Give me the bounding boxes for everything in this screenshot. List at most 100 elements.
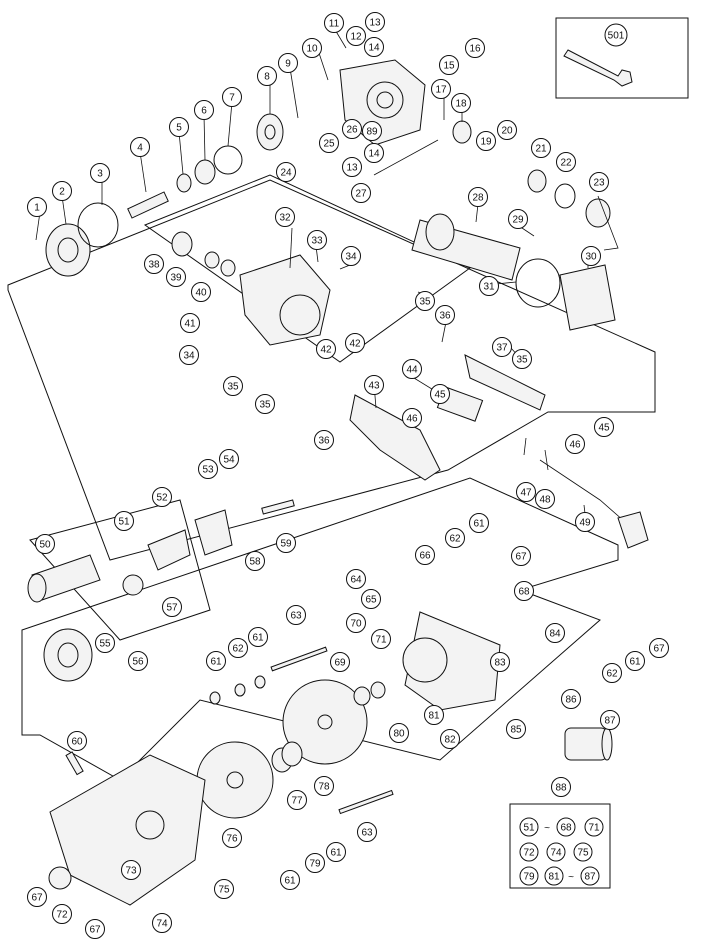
callout-circle	[223, 376, 243, 396]
callout-44: 44	[402, 359, 422, 379]
callout-circle	[465, 38, 485, 58]
kit-callout-circle	[584, 817, 604, 837]
callout-circle	[275, 207, 295, 227]
callout-circle	[589, 172, 609, 192]
pin-60-part	[65, 751, 84, 776]
callout-circle	[130, 137, 150, 157]
callout-68: 68	[514, 581, 534, 601]
bushing-62-part	[234, 683, 246, 697]
callout-83: 83	[490, 652, 510, 672]
callout-label: 1	[34, 203, 40, 214]
kit-callout-circle	[519, 817, 539, 837]
callout-circle	[198, 459, 218, 479]
callout-circle	[506, 719, 526, 739]
handle-grip-52-part	[194, 509, 233, 556]
callout-label: 62	[606, 669, 618, 680]
callout-62: 62	[445, 528, 465, 548]
callout-circle	[561, 689, 581, 709]
callout-label: 61	[629, 657, 641, 668]
lower-group-boundary	[21, 477, 619, 781]
callout-circle	[287, 790, 307, 810]
callout-77: 77	[287, 790, 307, 810]
kit-callout-circle	[519, 866, 539, 886]
callout-circle	[342, 157, 362, 177]
bolt-59-part	[261, 499, 295, 515]
callout-label: 2	[59, 187, 65, 198]
callout-84: 84	[545, 623, 565, 643]
callout-circle	[512, 349, 532, 369]
callout-label: 17	[435, 85, 447, 96]
callout-circle	[278, 53, 298, 73]
callout-43: 43	[364, 375, 384, 395]
callout-61: 61	[248, 627, 268, 647]
callout-36: 36	[435, 305, 455, 325]
callout-27: 27	[351, 183, 371, 203]
callout-label: 48	[539, 495, 551, 506]
callout-label: 66	[419, 551, 431, 562]
kit-callout-circle	[544, 866, 564, 886]
front-flange-part	[45, 223, 91, 277]
callout-39: 39	[166, 267, 186, 287]
callout-circle	[35, 534, 55, 554]
callout-24: 24	[276, 162, 296, 182]
callout-63: 63	[357, 822, 377, 842]
bearing-39-part	[204, 251, 220, 269]
callout-circle	[346, 569, 366, 589]
callout-circle	[166, 267, 186, 287]
callout-circle	[114, 511, 134, 531]
callout-circle	[497, 120, 517, 140]
callout-label: 49	[579, 518, 591, 529]
callout-label: 34	[183, 351, 195, 362]
callout-circle	[440, 729, 460, 749]
armature-part	[411, 213, 521, 281]
callout-76: 76	[222, 828, 242, 848]
callout-circle	[245, 551, 265, 571]
callout-label: 82	[444, 735, 456, 746]
callout-71: 71	[371, 629, 391, 649]
callout-circle	[27, 887, 47, 907]
kit-callout-87: 87	[580, 866, 600, 886]
callout-circle	[162, 597, 182, 617]
callout-22: 22	[556, 152, 576, 172]
bearing-6-part	[194, 159, 216, 185]
callout-label: 81	[428, 711, 440, 722]
callout-74: 74	[152, 913, 172, 933]
callout-label: 76	[226, 834, 238, 845]
callout-circle	[307, 230, 327, 250]
callout-label: 42	[349, 339, 361, 350]
callout-21: 21	[531, 138, 551, 158]
callout-circle	[342, 119, 362, 139]
callout-label: 63	[361, 828, 373, 839]
kit-callout-71: 71	[584, 817, 604, 837]
side-handle-part	[27, 554, 101, 603]
kit-callout-circle	[580, 866, 600, 886]
callout-circle	[476, 131, 496, 151]
callout-circle	[535, 489, 555, 509]
callout-67: 67	[511, 546, 531, 566]
callout-label: 37	[496, 343, 508, 354]
callout-circle	[305, 853, 325, 873]
callout-61: 61	[469, 513, 489, 533]
callout-33: 33	[307, 230, 327, 250]
callout-circle	[581, 246, 601, 266]
callout-circle	[511, 546, 531, 566]
callout-40: 40	[191, 282, 211, 302]
callout-label: 25	[323, 139, 335, 150]
callout-label: 39	[170, 273, 182, 284]
plate-23-part	[585, 198, 611, 228]
handle-cover-part	[349, 394, 441, 481]
callout-61: 61	[206, 651, 226, 671]
callout-62: 62	[228, 638, 248, 658]
callout-label: 22	[560, 158, 572, 169]
callout-label: 35	[259, 400, 271, 411]
callout-circle	[121, 860, 141, 880]
callout-circle	[351, 183, 371, 203]
callout-60: 60	[67, 731, 87, 751]
callout-circle	[341, 246, 361, 266]
callout-58: 58	[245, 551, 265, 571]
callout-circle	[194, 100, 214, 120]
callout-label: 58	[249, 557, 261, 568]
kit-callout-label: 72	[523, 848, 535, 859]
callout-circle	[128, 651, 148, 671]
callout-label: 64	[350, 575, 362, 586]
